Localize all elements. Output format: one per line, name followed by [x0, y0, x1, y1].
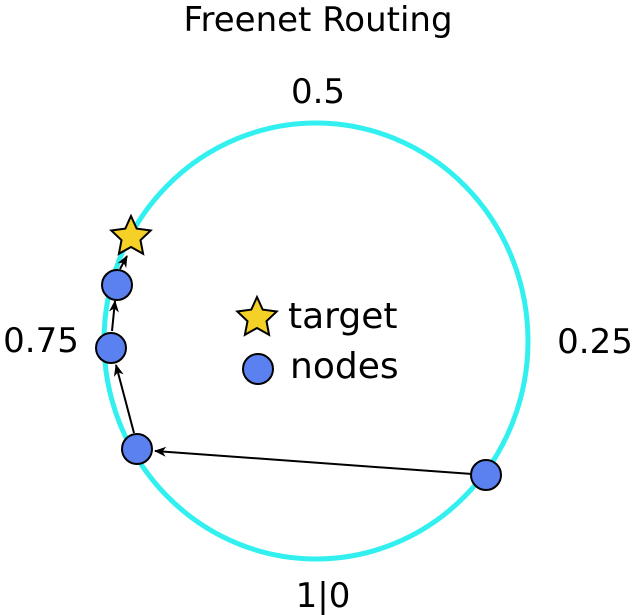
route-arrow-3 — [108, 300, 119, 332]
ring-label-top: 0.5 — [291, 72, 345, 112]
route-arrow-2 — [113, 364, 135, 434]
legend-node-icon — [242, 353, 274, 385]
keyspace-ring — [101, 120, 531, 562]
ring-label-bottom: 1|0 — [296, 576, 351, 615]
node-circle — [95, 332, 127, 364]
target-star-icon — [109, 213, 153, 256]
node-circle — [121, 433, 153, 465]
route-arrow-1 — [154, 446, 487, 476]
node-circle — [101, 269, 133, 301]
diagram-title: Freenet Routing — [183, 0, 452, 40]
ring-label-right: 0.25 — [557, 322, 633, 362]
legend-target-label: target — [288, 296, 397, 337]
legend-nodes-label: nodes — [290, 346, 399, 387]
node-circle — [470, 459, 502, 491]
ring-label-left: 0.75 — [3, 321, 79, 361]
legend-star-icon — [235, 294, 279, 337]
route-arrow-4 — [117, 255, 128, 270]
